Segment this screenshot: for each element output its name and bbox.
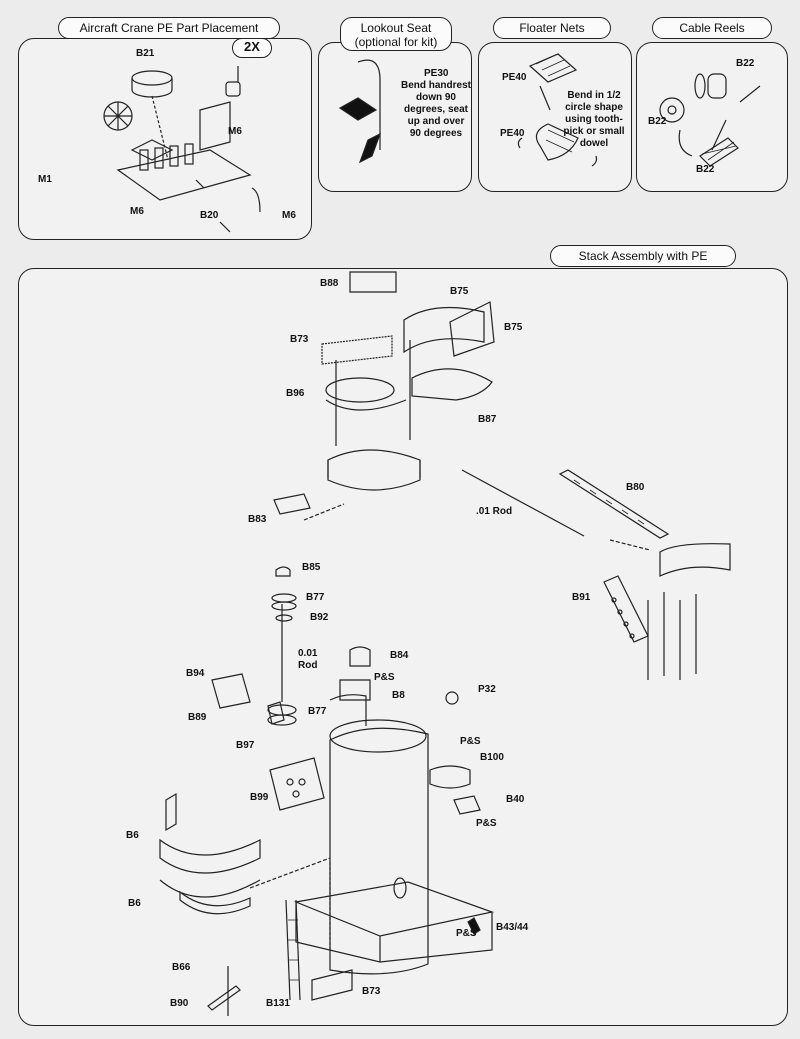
label-b20: B20 [200,210,219,221]
label-b40: B40 [506,794,525,805]
label-ps-d: P&S [456,928,477,939]
label-rod-001-line1: 0.01 [298,648,318,659]
label-b91: B91 [572,592,591,603]
label-b8: B8 [392,690,405,701]
label-b90: B90 [170,998,189,1009]
lookout-instr-3: degrees, seat [404,104,468,115]
floater-nets-drawing [517,53,598,167]
label-rod-01: .01 Rod [476,506,513,517]
lookout-seat-title-line2: (optional for kit) [354,35,438,49]
floater-instr-4: pick or small [563,126,625,137]
label-m6-b: M6 [130,206,144,217]
label-b84: B84 [390,650,409,661]
label-ps-a: P&S [374,672,395,683]
cable-reels-title: Cable Reels [652,17,772,39]
label-b77-mid: B77 [308,706,327,717]
lookout-seat-title-line1: Lookout Seat [360,21,432,35]
aircraft-crane-title: Aircraft Crane PE Part Placement [58,17,280,39]
floater-instr-2: circle shape [565,102,623,113]
label-m6-a: M6 [228,126,242,137]
label-b77-top: B77 [306,592,325,603]
lookout-seat-title: Lookout Seat (optional for kit) [340,17,452,51]
label-ps-c: P&S [476,818,497,829]
label-b100: B100 [480,752,504,763]
cable-reels-drawing [659,73,761,167]
label-b22-a: B22 [736,58,755,69]
label-p32: P32 [478,684,496,695]
label-b87: B87 [478,414,497,425]
label-b73-bottom: B73 [362,986,381,997]
label-b6-top: B6 [126,830,139,841]
label-b88: B88 [320,278,339,289]
floater-instr-1: Bend in 1/2 [567,90,621,101]
label-b21: B21 [136,48,155,59]
label-b73-top: B73 [290,334,309,345]
label-b22-b: B22 [648,116,667,127]
label-m6-c: M6 [282,210,296,221]
label-b80: B80 [626,482,645,493]
label-b75-top: B75 [450,286,469,297]
label-b99: B99 [250,792,269,803]
label-b92: B92 [310,612,329,623]
label-pe30: PE30 [424,68,449,79]
lookout-instr-5: 90 degrees [409,128,463,139]
floater-nets-panel [478,42,632,192]
label-b43-44: B43/44 [496,922,529,933]
multiplier-badge: 2X [232,38,272,58]
label-b89: B89 [188,712,207,723]
b80-assembly-drawing [461,469,731,680]
floater-nets-instruction: Bend in 1/2 circle shape using tooth- pi… [560,90,628,150]
label-b97: B97 [236,740,255,751]
label-b66: B66 [172,962,191,973]
lookout-seat-panel [318,42,472,192]
stack-top-drawing [273,271,495,521]
aircraft-crane-panel [18,38,312,240]
main-stack-drawing [159,566,495,1016]
cable-reels-panel [636,42,788,192]
label-pe40-a: PE40 [502,72,527,83]
label-ps-b: P&S [460,736,481,747]
label-m1: M1 [38,174,52,185]
label-b85: B85 [302,562,321,573]
label-b75-right: B75 [504,322,523,333]
lookout-seat-drawing [338,59,382,164]
floater-nets-title: Floater Nets [493,17,611,39]
label-b83: B83 [248,514,267,525]
label-rod-001-line2: Rod [298,660,318,671]
aircraft-crane-drawing [103,66,261,233]
label-pe40-b: PE40 [500,128,525,139]
stack-assembly-panel [18,268,788,1026]
label-b96: B96 [286,388,305,399]
label-b94: B94 [186,668,205,679]
label-b6-bottom: B6 [128,898,141,909]
label-b131: B131 [266,998,290,1009]
lookout-instr-2: down 90 [415,92,456,103]
lookout-instr-4: up and over [407,116,465,127]
floater-instr-5: dowel [579,138,609,149]
lookout-instr-1: Bend handrest [400,80,471,91]
stack-assembly-title: Stack Assembly with PE [550,245,736,267]
floater-instr-3: using tooth- [565,114,623,125]
label-b22-c: B22 [696,164,715,175]
lookout-seat-instruction: Bend handrest down 90 degrees, seat up a… [398,80,474,140]
